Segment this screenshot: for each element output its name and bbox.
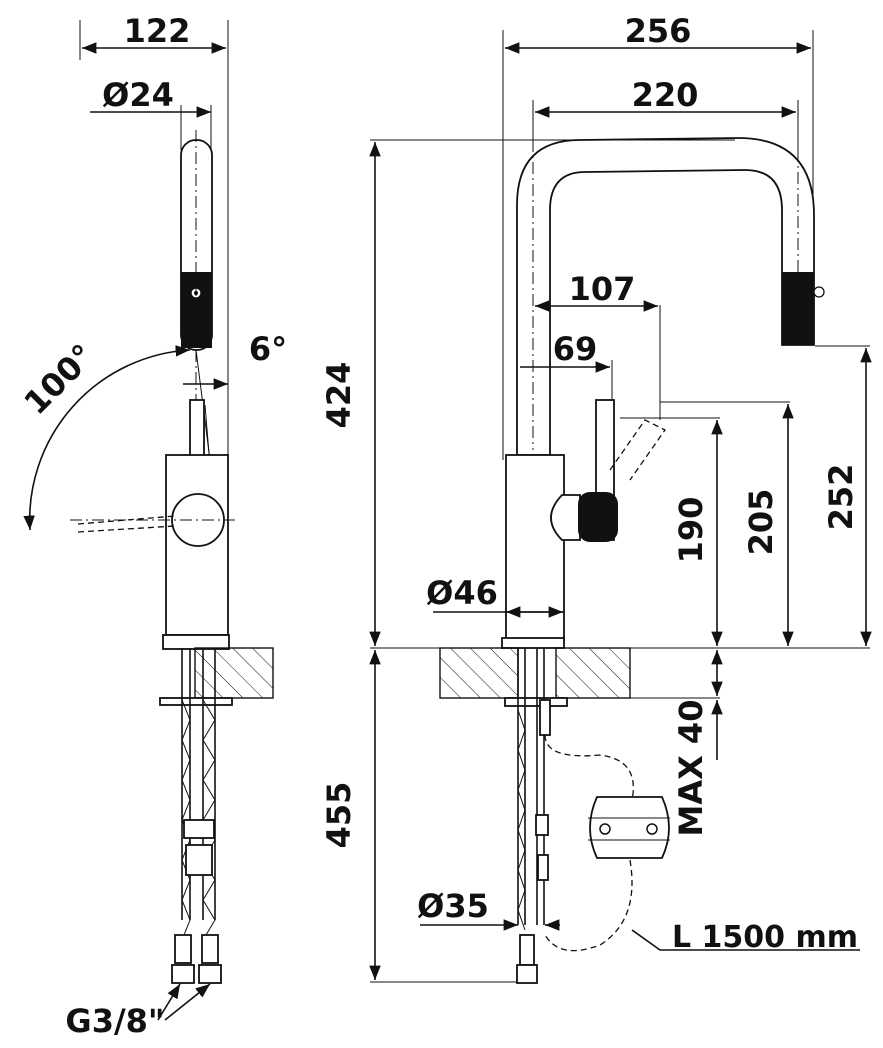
dim-256-label: 256 [625,12,692,50]
dim-190-label: 190 [672,497,710,564]
dim-diameter-24-label: Ø24 [102,76,174,114]
dim-diameter-35-label: Ø35 [417,887,489,925]
dim-252-label: 252 [822,464,860,531]
dim-69-label: 69 [553,330,598,368]
countertop-section-left [439,647,519,699]
dim-122-label: 122 [124,12,191,50]
front-view: 256 220 424 107 69 [320,12,872,984]
dim-angle-6-label: 6° [249,330,287,368]
side-view: 122 Ø24 6° 100° [17,12,288,1040]
dim-220-label: 220 [632,76,699,114]
dim-max-40-label: MAX 40 [672,700,710,837]
dim-424-label: 424 [320,362,358,429]
dim-205-label: 205 [742,489,780,556]
dim-diameter-46-label: Ø46 [426,574,498,612]
dim-107-label: 107 [569,270,636,308]
dim-connector-label: G3/8" [65,1002,164,1040]
lever-knurl [578,492,618,542]
countertop-section-side [194,647,274,699]
dim-hose-length-label: L 1500 mm [672,920,858,955]
dim-angle-100-label: 100° [17,337,102,422]
dim-455-label: 455 [320,782,358,849]
countertop-section-right [555,647,631,699]
